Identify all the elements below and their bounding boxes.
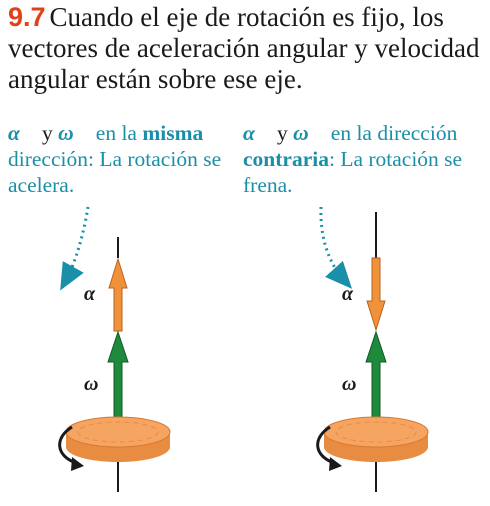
left-panel-label: α⃗ y ω⃗ en la misma dirección: La rotaci… (8, 120, 238, 198)
alpha-inline: α⃗ (8, 121, 37, 145)
figure-number: 9.7 (8, 2, 46, 32)
joiner-text: y (271, 121, 294, 145)
left-diagram: α⃗ ω⃗ (58, 206, 171, 492)
omega-symbol: ω⃗ (342, 373, 372, 395)
dotted-pointer-arrow (319, 206, 353, 289)
caption-text: Cuando el eje de rotación es fijo, los v… (8, 2, 480, 94)
rotation-direction-arrow (316, 425, 335, 465)
alpha-symbol: α⃗ (342, 283, 369, 305)
label-suffix: : La rotación se frena. (243, 147, 463, 197)
joiner-text: y (36, 121, 59, 145)
label-prefix: en la dirección (325, 121, 458, 145)
alpha-arrow (366, 257, 386, 332)
alpha-inline: α⃗ (243, 121, 272, 145)
gear (323, 416, 429, 462)
label-suffix: dirección: La rotación se acelera. (8, 147, 222, 197)
gear (65, 416, 171, 462)
dotted-pointer-arrow (60, 206, 90, 291)
alpha-arrow (108, 257, 128, 332)
rotation-arrowhead (329, 457, 342, 471)
alpha-symbol: α⃗ (84, 283, 111, 305)
omega-symbol: ω⃗ (84, 373, 114, 395)
right-panel-label: α⃗ y ω⃗ en la dirección contraria: La ro… (243, 120, 488, 198)
label-emphasis: misma (142, 121, 204, 145)
omega-inline: ω⃗ (293, 121, 326, 145)
rotation-arrowhead (71, 457, 84, 471)
label-prefix: en la (90, 121, 143, 145)
right-diagram: α⃗ ω⃗ (316, 206, 429, 492)
rotation-direction-arrow (58, 425, 77, 465)
label-emphasis: contraria (243, 147, 329, 171)
omega-inline: ω⃗ (58, 121, 91, 145)
